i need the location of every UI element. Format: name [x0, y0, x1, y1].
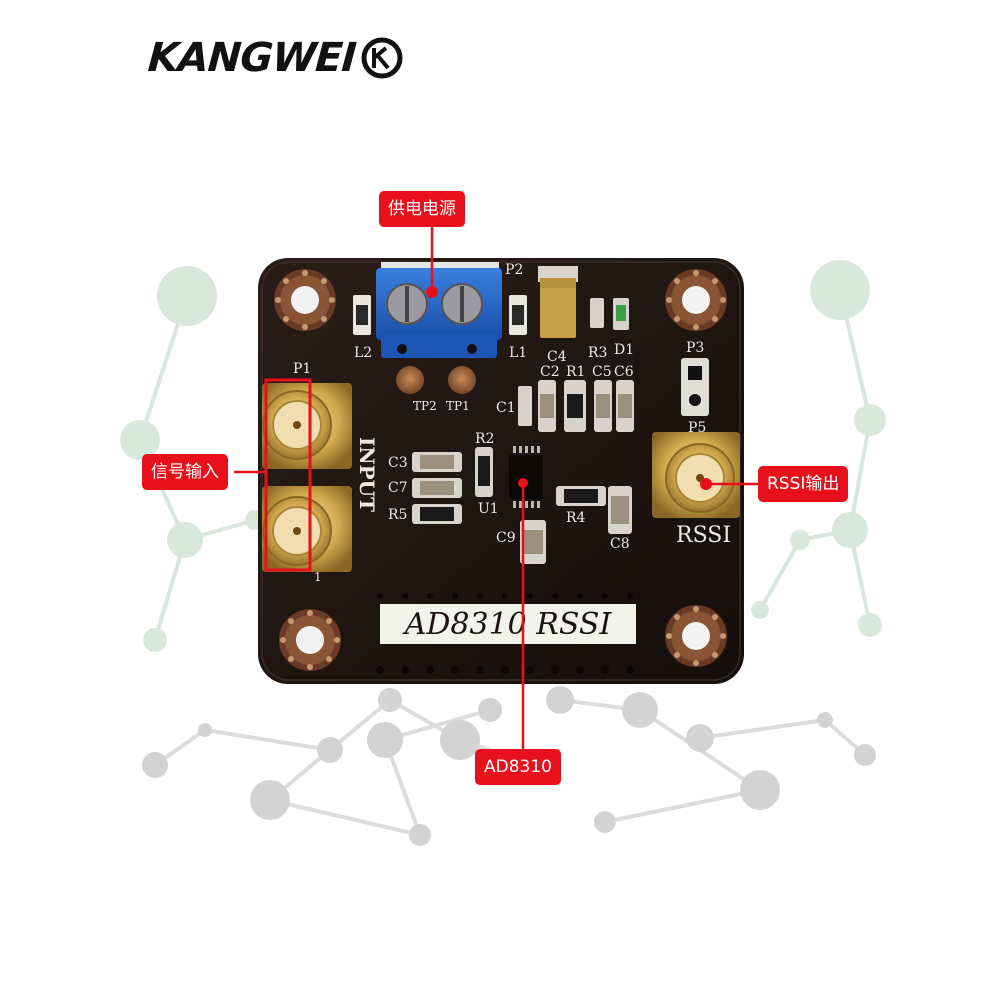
ref-r1: R1 — [566, 364, 585, 380]
ref-c4: C4 — [547, 349, 567, 365]
ref-l1: L1 — [509, 345, 527, 361]
pin-header-row — [376, 593, 634, 674]
ref-c7: C7 — [388, 480, 408, 496]
mounting-hole-bottom-right — [665, 605, 727, 667]
chip-ad8310 — [509, 446, 543, 508]
ref-d1: D1 — [614, 342, 634, 358]
silkscreen-main-text: AD8310 RSSI — [402, 607, 613, 642]
ref-r4: R4 — [566, 510, 586, 526]
callout-graphics — [234, 226, 758, 749]
pcb-board: AD8310 RSSI — [258, 258, 744, 684]
callout-signal-input: 信号输入 — [142, 454, 228, 490]
ref-p2: P2 — [505, 262, 523, 278]
ref-c5: C5 — [592, 364, 612, 380]
led-d1 — [613, 298, 629, 330]
test-point-tp2 — [396, 366, 424, 394]
ref-l2: L2 — [354, 345, 372, 361]
inductor-l2 — [353, 295, 371, 335]
ref-c6: C6 — [614, 364, 634, 380]
ref-p1: P1 — [293, 361, 311, 377]
resistor-r3 — [590, 298, 604, 328]
mounting-hole-top-left — [274, 269, 336, 331]
sma-connector-p1-bottom — [262, 486, 352, 572]
component-cluster-left — [412, 452, 462, 524]
ref-pin1: 1 — [314, 570, 322, 584]
mounting-hole-bottom-left — [279, 609, 341, 671]
mounting-hole-top-right — [665, 269, 727, 331]
inductor-l1 — [509, 295, 527, 335]
header-p3 — [681, 358, 709, 416]
ref-r3: R3 — [588, 345, 607, 361]
power-terminal — [376, 262, 502, 358]
background-network — [120, 260, 886, 846]
input-highlight-box — [264, 378, 312, 572]
resistor-r4 — [556, 486, 606, 506]
ref-tp1: TP1 — [446, 399, 470, 413]
ref-c9: C9 — [496, 530, 516, 546]
component-row-top — [518, 380, 634, 432]
ref-p3: P3 — [686, 340, 704, 356]
silkscreen-label: AD8310 RSSI — [380, 604, 636, 644]
rssi-output-label: RSSI — [676, 523, 731, 548]
capacitor-c1 — [518, 386, 532, 426]
ref-c2: C2 — [540, 364, 560, 380]
ref-r5: R5 — [388, 507, 407, 523]
input-label: INPUT — [355, 437, 379, 512]
test-point-tp1 — [448, 366, 476, 394]
ref-r2: R2 — [475, 431, 494, 447]
callout-rssi-output: RSSI输出 — [758, 466, 849, 502]
callout-chip: AD8310 — [475, 749, 561, 785]
kw-circle-logo-icon — [361, 37, 403, 79]
ref-c1: C1 — [496, 400, 516, 416]
capacitor-c4 — [538, 266, 578, 338]
callout-power: 供电电源 — [379, 191, 465, 227]
brand-logo: KANGWEI — [146, 30, 404, 86]
ref-c8: C8 — [610, 536, 630, 552]
ref-u1: U1 — [478, 501, 499, 517]
sma-connector-p5 — [652, 432, 740, 518]
ref-c3: C3 — [388, 455, 408, 471]
sma-connector-p1-top — [262, 383, 352, 469]
ref-p5: P5 — [688, 420, 706, 436]
brand-name: KANGWEI — [146, 35, 358, 81]
ref-tp2: TP2 — [413, 399, 437, 413]
